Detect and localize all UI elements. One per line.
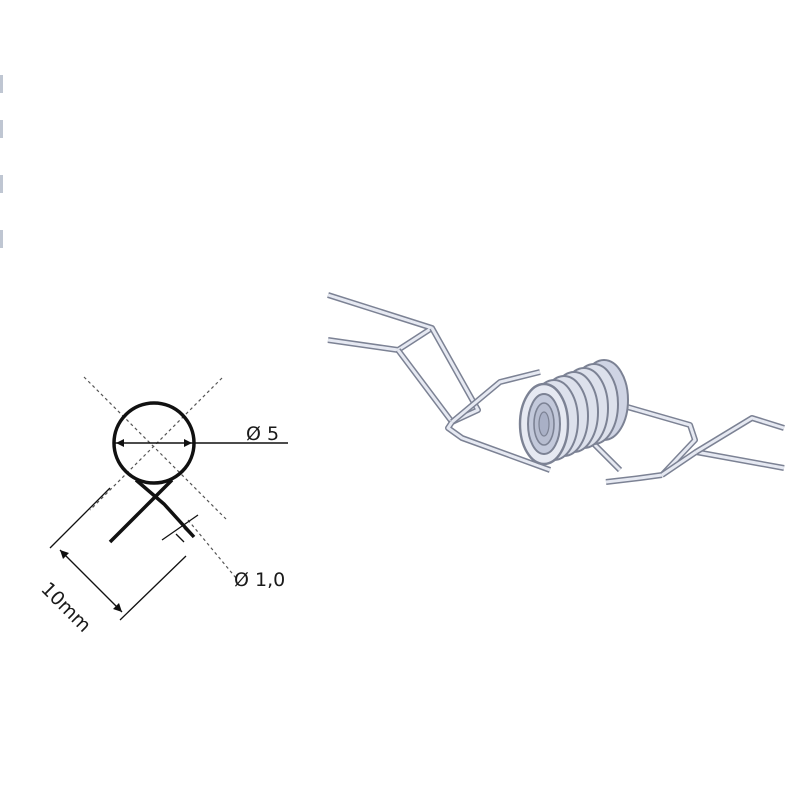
dimension-line — [59, 549, 123, 613]
arrow-head — [116, 439, 124, 447]
edge-mark — [0, 230, 3, 248]
extension-line — [49, 487, 111, 549]
arrow-head — [184, 439, 192, 447]
spring-coil — [518, 359, 629, 466]
arrow-head — [113, 603, 122, 612]
wire-diameter-label: Ø 1,0 — [234, 569, 285, 591]
wire-dim-tick — [175, 533, 185, 543]
wire-dim-tick — [183, 527, 193, 537]
construction-line — [89, 377, 223, 511]
spring-3d-render — [327, 292, 785, 485]
construction-line — [187, 519, 237, 579]
spring-leg — [134, 478, 196, 539]
edge-mark — [0, 175, 3, 193]
technical-drawing: Ø 5 Ø 1,0 10mm — [36, 376, 288, 637]
right-wire-frame — [587, 399, 785, 485]
edge-mark — [0, 120, 3, 138]
arrow-head — [60, 550, 69, 559]
left-wire-frame — [327, 292, 552, 473]
wire-dim-line — [161, 514, 199, 541]
coil-diameter-label: Ø 5 — [246, 423, 279, 445]
extension-line — [119, 555, 187, 621]
spring-leg — [108, 478, 174, 544]
edge-mark — [0, 75, 3, 93]
leg-length-label: 10mm — [36, 578, 95, 637]
